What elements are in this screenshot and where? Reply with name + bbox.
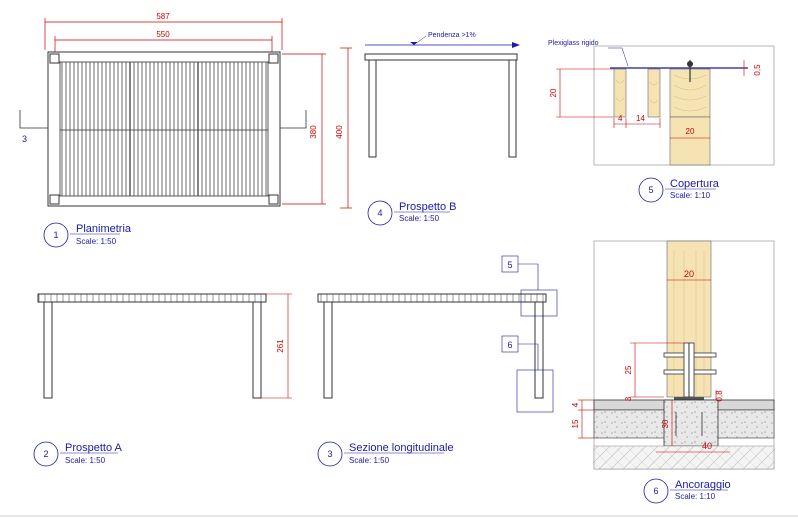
dim-550: 550 (156, 30, 170, 39)
title-planimetria: Planimetria (76, 223, 132, 235)
dim-copertura-14: 14 (636, 114, 645, 123)
view-number-3: 3 (327, 449, 332, 459)
scale-sezione: Scale: 1:50 (349, 456, 390, 465)
dim-3-side: 3 (22, 134, 27, 144)
title-ancoraggio: Ancoraggio (675, 479, 731, 491)
dim-380: 380 (309, 125, 318, 139)
dim-ancoraggio-4: 4 (571, 402, 580, 407)
dim-copertura-20-bottom: 20 (686, 127, 695, 136)
view-marker-1 (43, 222, 69, 248)
title-copertura: Copertura (670, 178, 720, 190)
dim-ancoraggio-08: 0,8 (715, 390, 724, 402)
title-prospetto-a: Prospetto A (65, 442, 123, 454)
view-prospetto-a: 261 2 Prospetto A Scale: 1:50 (33, 293, 292, 467)
dim-400: 400 (335, 125, 344, 139)
dim-587: 587 (156, 12, 170, 21)
callout-5: 5 (507, 260, 512, 270)
view-ancoraggio: 20 25 3 0,8 4 15 30 40 6 Ancoraggio Scal… (571, 240, 775, 504)
callout-6: 6 (507, 340, 512, 350)
dimension-inner-width (54, 36, 273, 52)
view-prospetto-b: Pendenza >1% 4 Prospetto B Scale: 1:50 (364, 32, 520, 226)
roof-slats (59, 61, 269, 197)
note-plexiglass: Plexiglass rigido (548, 40, 599, 47)
view-number-2: 2 (43, 449, 48, 459)
scale-ancoraggio: Scale: 1:10 (675, 492, 716, 501)
scale-planimetria: Scale: 1:50 (76, 237, 117, 246)
dim-261: 261 (276, 339, 285, 353)
view-number-6: 6 (653, 486, 658, 496)
note-pendenza: Pendenza >1% (428, 32, 476, 39)
dim-ancoraggio-40: 40 (702, 441, 712, 451)
view-number-5: 5 (648, 185, 653, 195)
dim-copertura-20-left: 20 (549, 88, 558, 97)
view-planimetria: 587 550 3 380 400 1 Planimetria (19, 12, 352, 248)
dimension-total-width (44, 18, 283, 50)
dimension-height (282, 47, 352, 209)
view-copertura: Plexiglass rigido 20 4 14 20 0,5 5 Coper… (548, 40, 775, 203)
title-prospetto-b: Prospetto B (399, 201, 456, 213)
dim-ancoraggio-20: 20 (684, 269, 694, 279)
scale-prospetto-a: Scale: 1:50 (65, 456, 106, 465)
dim-ancoraggio-15: 15 (571, 419, 580, 428)
view-number-1: 1 (53, 230, 58, 240)
view-number-4: 4 (377, 208, 382, 218)
dim-ancoraggio-25: 25 (624, 365, 633, 374)
scale-copertura: Scale: 1:10 (670, 191, 711, 200)
dim-copertura-4: 4 (618, 114, 623, 123)
title-sezione: Sezione longitudinale (349, 442, 454, 454)
dim-ancoraggio-30: 30 (661, 419, 670, 428)
view-sezione: 5 6 3 Sezione longitudinale Scale: 1:50 (317, 255, 558, 467)
scale-prospetto-b: Scale: 1:50 (399, 214, 440, 223)
dim-copertura-05: 0,5 (753, 64, 762, 76)
dim-ancoraggio-3: 3 (624, 396, 633, 401)
